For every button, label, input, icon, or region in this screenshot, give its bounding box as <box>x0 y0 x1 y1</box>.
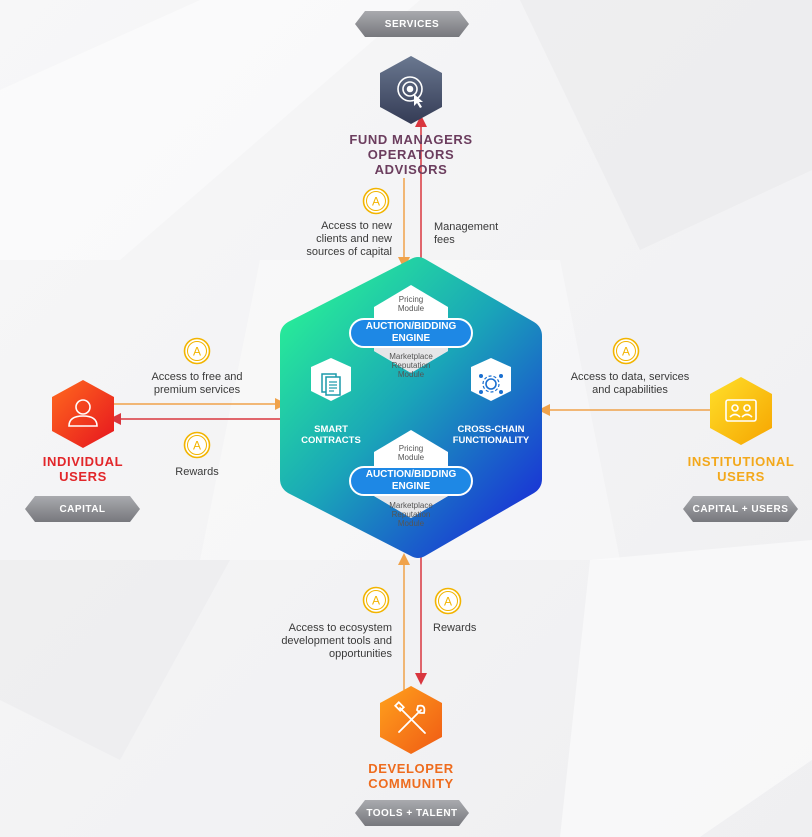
token-icon: A <box>612 337 640 365</box>
token-icon: A <box>183 431 211 459</box>
token-icon: A <box>362 586 390 614</box>
svg-text:A: A <box>372 195 380 209</box>
svg-text:A: A <box>622 345 630 359</box>
developer-community-title: DEVELOPER COMMUNITY <box>368 761 454 791</box>
fund-managers-title: FUND MANAGERS OPERATORS ADVISORS <box>349 132 473 177</box>
bottom-outflow-text: Rewards <box>433 622 477 634</box>
developer-community-node[interactable] <box>376 684 446 756</box>
svg-text:A: A <box>193 345 201 359</box>
svg-text:A: A <box>444 595 452 609</box>
target-cursor-icon <box>397 76 423 108</box>
svg-text:A: A <box>372 594 380 608</box>
services-pill: SERVICES <box>355 11 469 37</box>
fund-managers-node[interactable] <box>376 54 446 126</box>
left-outflow-text: Rewards <box>175 466 219 478</box>
svg-text:A: A <box>193 439 201 453</box>
institutional-users-node[interactable] <box>706 375 776 447</box>
individual-users-node[interactable] <box>48 378 118 450</box>
token-icon: A <box>362 187 390 215</box>
capital-pill: CAPITAL <box>25 496 140 522</box>
user-icon <box>68 399 98 427</box>
token-icon: A <box>434 587 462 615</box>
individual-users-title: INDIVIDUAL USERS <box>42 454 124 484</box>
tools-icon <box>393 700 426 734</box>
gear-network-icon <box>479 374 503 394</box>
id-card-icon <box>725 399 757 422</box>
capital-users-pill: CAPITAL + USERS <box>683 496 798 522</box>
tools-talent-pill: TOOLS + TALENT <box>355 800 469 826</box>
documents-icon <box>321 373 341 396</box>
token-icon: A <box>183 337 211 365</box>
institutional-users-title: INSTITUTIONAL USERS <box>687 454 795 484</box>
